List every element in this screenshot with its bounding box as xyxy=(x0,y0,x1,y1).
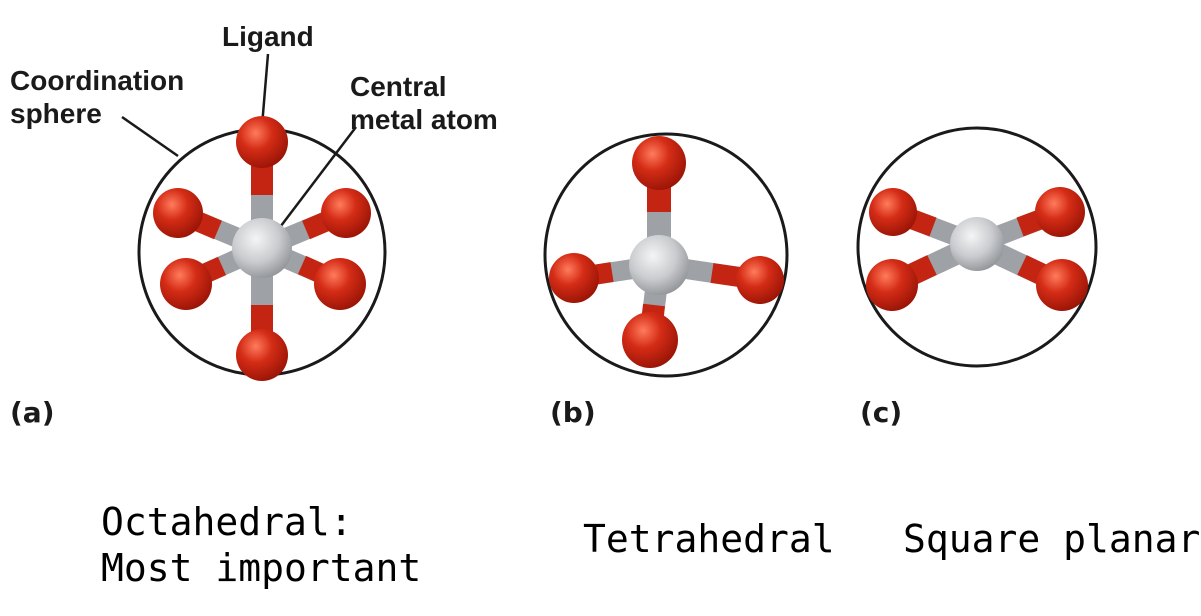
ligand-atom xyxy=(622,312,678,368)
ligand-atom xyxy=(869,188,917,236)
panel-label-b: (b) xyxy=(550,396,596,429)
central-metal-atom xyxy=(950,217,1004,271)
central-metal-atom-label: Central metal atom xyxy=(350,70,498,136)
coordination-sphere-label-line2: sphere xyxy=(10,98,102,129)
coordination-sphere-label: Coordination sphere xyxy=(10,64,184,130)
panel-label-a: (a) xyxy=(10,396,55,429)
coordination-sphere-circle-c xyxy=(856,126,1098,368)
caption-square-planar: Square planar xyxy=(903,517,1201,561)
ligand-atom xyxy=(1035,187,1085,237)
ligand-atom xyxy=(153,188,203,238)
leader-line-ligand xyxy=(260,53,270,127)
coordination-sphere-circle-b xyxy=(543,132,789,378)
ligand-atom xyxy=(236,329,288,381)
ligand-atom xyxy=(321,188,371,238)
caption-octahedral: Octahedral: Most important xyxy=(101,499,421,591)
caption-octahedral-line2: Most important xyxy=(101,546,422,590)
ligand-atom xyxy=(1036,259,1088,311)
panel-label-c: (c) xyxy=(860,396,903,429)
central-metal-atom-label-line1: Central xyxy=(350,71,447,102)
ligand-atom xyxy=(866,259,918,311)
central-metal-atom xyxy=(629,235,689,295)
ligand-atom xyxy=(736,256,784,304)
central-metal-atom-label-line2: metal atom xyxy=(350,104,498,135)
ligand-atom xyxy=(632,136,686,190)
caption-octahedral-line1: Octahedral: xyxy=(101,500,353,544)
leader-line-coordination-sphere xyxy=(121,115,179,158)
ligand-label: Ligand xyxy=(222,21,314,52)
ligand-atom xyxy=(549,253,599,303)
ligand-atom xyxy=(314,258,366,310)
central-metal-atom xyxy=(232,218,292,278)
ligand-atom xyxy=(160,258,212,310)
ligand-atom xyxy=(236,116,288,168)
leader-line-central-atom xyxy=(267,126,357,244)
coordination-sphere-label-line1: Coordination xyxy=(10,65,185,96)
caption-tetrahedral: Tetrahedral xyxy=(583,517,835,561)
